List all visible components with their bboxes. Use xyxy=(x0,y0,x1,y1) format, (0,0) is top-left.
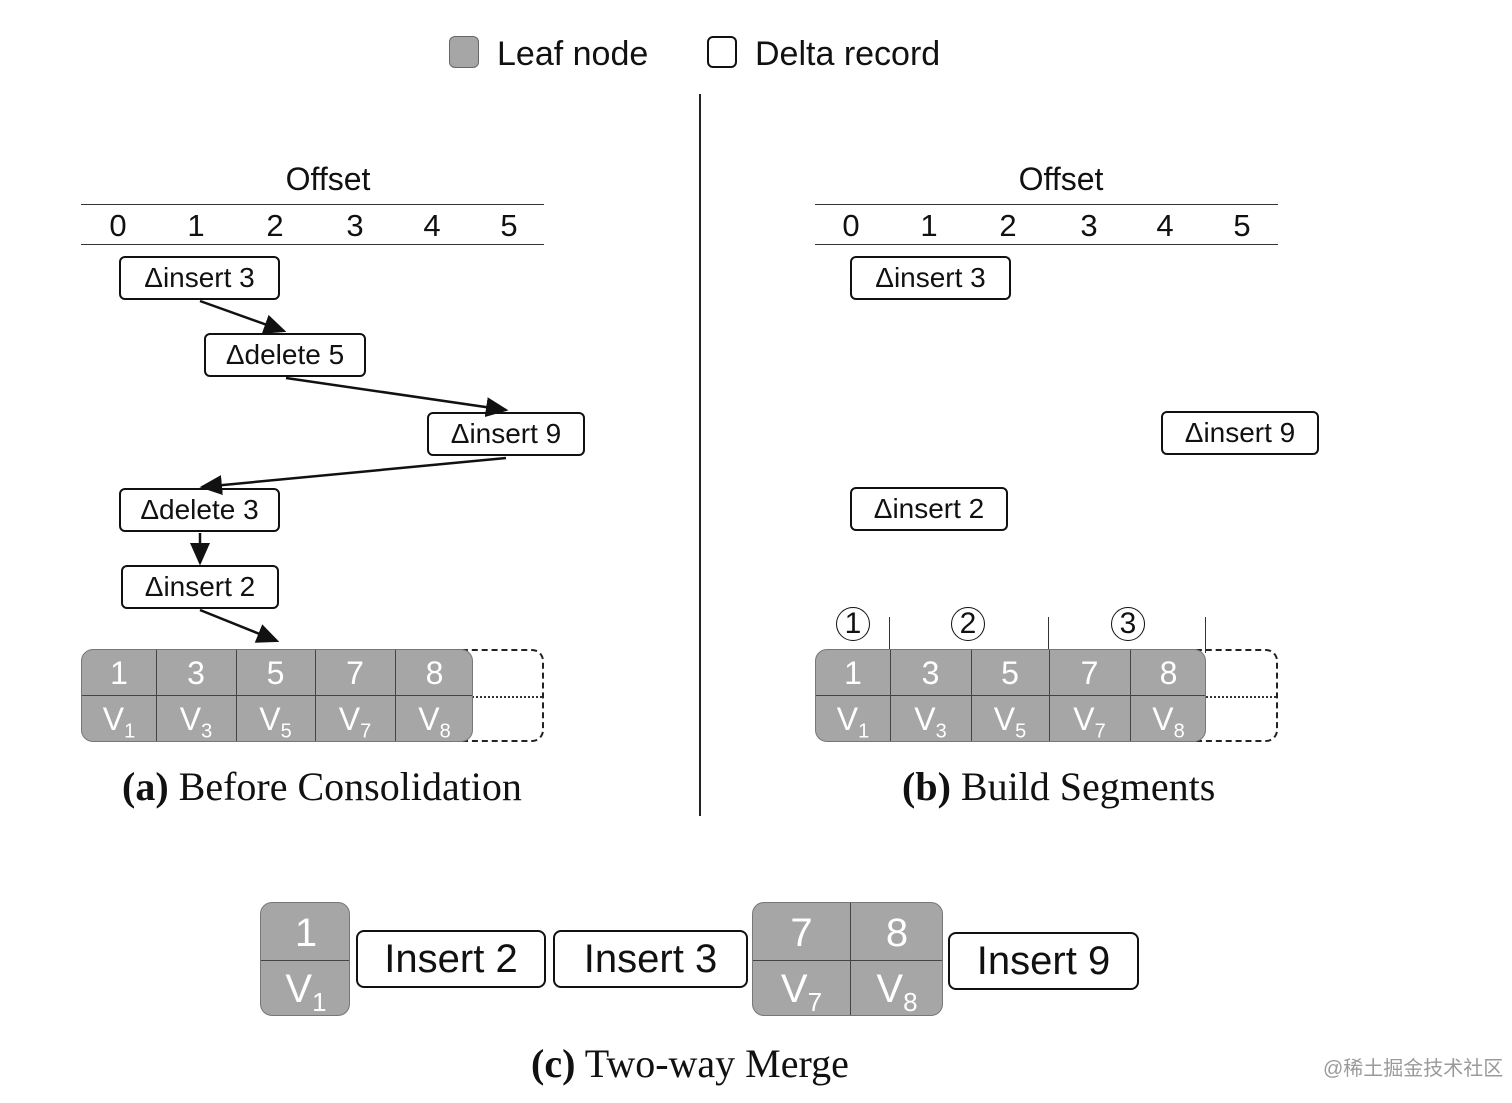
leaf-key: 7 xyxy=(1080,655,1099,691)
leaf-value: V7 xyxy=(338,701,372,742)
leaf-key: 3 xyxy=(921,655,940,691)
delta-record: Δdelete 5 xyxy=(204,333,366,377)
legend-delta-label: Delta record xyxy=(755,35,941,73)
offset-num: 1 xyxy=(187,208,205,243)
delta-record: Δinsert 2 xyxy=(121,565,279,609)
arrow xyxy=(199,608,280,643)
caption-c: (c) Two-way Merge xyxy=(531,1041,849,1086)
offset-num: 2 xyxy=(266,208,284,243)
offset-num: 4 xyxy=(423,208,441,243)
watermark: @稀土掘金技术社区 xyxy=(1323,1058,1504,1080)
legend-leaf-label: Leaf node xyxy=(497,35,649,73)
offset-num: 2 xyxy=(999,208,1017,243)
leaf-key: 7 xyxy=(346,655,364,691)
leaf-key: 8 xyxy=(885,911,909,955)
offset-num: 0 xyxy=(842,208,860,243)
leaf-value: V1 xyxy=(836,701,870,742)
offset-num: 1 xyxy=(920,208,938,243)
delta-record: Δinsert 9 xyxy=(427,412,585,456)
segment-marker: 3 xyxy=(1111,607,1145,641)
leaf-value: V3 xyxy=(914,701,947,742)
offset-num: 5 xyxy=(1233,208,1251,243)
offset-num: 0 xyxy=(109,208,127,243)
insert-record: Insert 9 xyxy=(948,932,1139,990)
leaf-key: 1 xyxy=(110,655,128,691)
offset-title-b: Offset xyxy=(1018,161,1104,197)
leaf-value: V7 xyxy=(780,967,823,1016)
leaf-key: 3 xyxy=(187,655,205,691)
leaf-key: 8 xyxy=(425,655,444,691)
segment-boundary xyxy=(1205,617,1206,653)
insert-record: Insert 3 xyxy=(553,930,748,988)
leaf-value: V5 xyxy=(993,701,1027,742)
leaf-value: V1 xyxy=(285,967,327,1016)
arrow xyxy=(199,456,507,496)
delta-record: Δinsert 2 xyxy=(850,487,1008,531)
leaf-value: V8 xyxy=(1152,701,1185,742)
arrow xyxy=(199,299,287,334)
leaf-value: V8 xyxy=(418,701,451,742)
leaf-key: 5 xyxy=(266,655,285,691)
offset-bottom-rule-a xyxy=(81,244,544,245)
segment-boundary xyxy=(889,617,890,653)
legend-leaf-swatch xyxy=(449,36,479,68)
merge-leaf-1: 1 V1 xyxy=(260,902,350,1016)
leaf-value: V8 xyxy=(876,967,918,1016)
leaf-key: 1 xyxy=(844,655,862,691)
leaf-node-b: 1 3 5 7 8 V1 V3 V5 V7 V8 xyxy=(815,649,1206,742)
caption-b: (b) Build Segments xyxy=(902,764,1216,809)
leaf-key: 5 xyxy=(1001,655,1019,691)
offset-top-rule-b xyxy=(815,204,1278,205)
offset-top-rule-a xyxy=(81,204,544,205)
insert-record: Insert 2 xyxy=(356,930,546,988)
panel-divider xyxy=(699,94,701,816)
offset-num: 3 xyxy=(1080,208,1098,243)
delta-record: Δinsert 3 xyxy=(119,256,280,300)
delta-record: Δdelete 3 xyxy=(119,488,280,532)
segment-marker: 2 xyxy=(951,607,985,641)
delta-record: Δinsert 9 xyxy=(1161,411,1319,455)
offset-num: 4 xyxy=(1156,208,1174,243)
leaf-value: V7 xyxy=(1073,701,1106,742)
leaf-value: V3 xyxy=(179,701,213,742)
offset-bottom-rule-b xyxy=(815,244,1278,245)
delta-record: Δinsert 3 xyxy=(850,256,1011,300)
offset-num: 3 xyxy=(346,208,364,243)
leaf-value: V1 xyxy=(102,701,136,742)
segment-boundary xyxy=(1048,617,1049,653)
segment-marker: 1 xyxy=(836,607,870,641)
caption-a: (a) Before Consolidation xyxy=(122,764,522,809)
leaf-key: 7 xyxy=(790,911,813,955)
leaf-node-a: 1 3 5 7 8 V1 V3 V5 V7 V8 xyxy=(81,649,473,742)
offset-title-a: Offset xyxy=(285,161,371,197)
leaf-key: 8 xyxy=(1159,655,1178,691)
legend-delta-swatch xyxy=(707,36,737,68)
merge-leaf-2: 7 8 V7 V8 xyxy=(752,902,943,1016)
arrow xyxy=(285,376,509,418)
leaf-value: V5 xyxy=(259,701,292,742)
leaf-key: 1 xyxy=(294,911,318,955)
offset-num: 5 xyxy=(500,208,518,243)
